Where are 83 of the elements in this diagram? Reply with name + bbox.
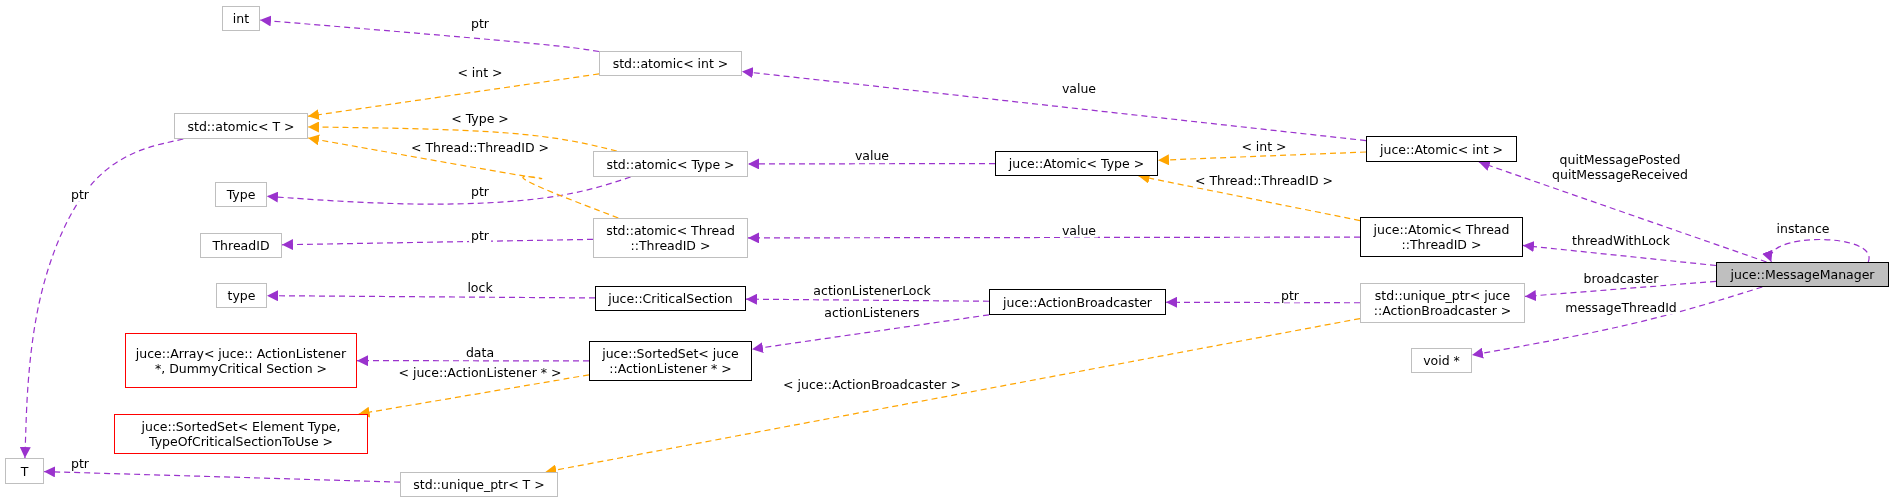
class-name: juce::Array< juce:: ActionListener *, DummyCritical Section >: [134, 345, 348, 376]
edge-label: < Thread::ThreadID >: [1193, 172, 1335, 188]
class-box: [114, 414, 368, 454]
class-name: Type: [226, 187, 256, 202]
class-name: std::atomic< T >: [187, 118, 295, 134]
edge-label: lock: [465, 279, 495, 295]
dependency-arrow: [1765, 238, 1870, 263]
edge-label: ptr: [69, 186, 91, 202]
class-box: [589, 341, 752, 381]
edge-label: < Thread::ThreadID >: [409, 139, 551, 155]
dependency-arrow: [741, 67, 1367, 142]
dependency-arrow: [1478, 160, 1768, 263]
dependency-arrow: [266, 290, 596, 302]
edge-label: actionListeners: [822, 304, 922, 320]
edge-label: < juce::ActionBroadcaster >: [781, 376, 963, 392]
class-name: juce::Atomic< int >: [1380, 141, 1503, 157]
class-name: juce::MessageManager: [1730, 267, 1875, 282]
dependency-arrow: [356, 355, 590, 367]
class-name: juce::Atomic< Type >: [1008, 156, 1145, 171]
class-box: [599, 51, 742, 76]
edge-label: value: [852, 147, 892, 163]
class-name: T: [20, 463, 29, 479]
class-box: [400, 472, 558, 497]
edge-label: data: [463, 344, 497, 360]
edge-label: actionListenerLock: [811, 282, 933, 298]
dependency-arrow: [1522, 241, 1717, 267]
class-name: juce::SortedSet< Element Type, TypeOfCriticalSectionToUse >: [140, 419, 342, 449]
edge-label: < int >: [1239, 138, 1289, 154]
class-box: [222, 6, 260, 31]
class-box: [174, 113, 308, 139]
class-name: type: [227, 288, 256, 303]
dependency-arrow: [1165, 296, 1361, 308]
class-box: [593, 151, 748, 177]
class-box: [1360, 217, 1523, 257]
edge-label: value: [1059, 80, 1099, 96]
class-box: [216, 283, 267, 308]
class-name: juce::SortedSet< juce ::ActionListener * >: [601, 346, 740, 376]
dependency-arrow: [747, 232, 1361, 244]
edge-label: instance: [1774, 220, 1832, 236]
edge-label: value: [1059, 222, 1099, 238]
dependency-arrow: [307, 73, 600, 121]
edge-label: messageThreadId: [1563, 299, 1679, 315]
dependency-arrow: [751, 314, 990, 354]
class-box: [1716, 262, 1889, 287]
edge-label: threadWithLock: [1570, 232, 1672, 248]
dependency-arrow: [266, 176, 632, 205]
class-box: [215, 182, 267, 207]
dependency-arrow: [358, 374, 590, 418]
dependency-arrow: [307, 134, 619, 219]
class-name: ThreadID: [212, 238, 270, 253]
class-box: [200, 233, 282, 258]
dependency-arrow: [281, 238, 594, 251]
dependency-arrow: [259, 15, 600, 53]
class-name: juce::ActionBroadcaster: [1003, 294, 1152, 310]
dependency-arrow: [43, 466, 401, 483]
dependency-arrow: [307, 121, 618, 152]
class-box: [1366, 136, 1517, 162]
class-box: [5, 458, 44, 484]
class-name: std::unique_ptr< juce ::ActionBroadcaster >: [1372, 288, 1513, 318]
class-box: [593, 218, 748, 258]
class-box: [1411, 348, 1472, 373]
dependency-arrow: [1157, 151, 1367, 166]
class-name: void *: [1423, 353, 1460, 368]
class-box: [125, 333, 357, 388]
dependency-arrow: [1471, 286, 1763, 359]
class-box: [989, 289, 1166, 315]
dependency-arrow: [19, 138, 184, 459]
dependency-arrow: [745, 293, 990, 305]
edge-label: < juce::ActionListener * >: [396, 364, 564, 380]
class-name: std::atomic< Type >: [606, 156, 735, 172]
class-name: juce::Atomic< Thread ::ThreadID >: [1372, 222, 1511, 252]
class-box: [1360, 283, 1525, 323]
class-name: std::unique_ptr< T >: [413, 477, 545, 492]
class-name: std::atomic< Thread ::ThreadID >: [605, 223, 736, 253]
class-name: int: [232, 11, 250, 26]
edge-label: < int >: [455, 64, 505, 80]
class-name: std::atomic< int >: [612, 56, 729, 71]
class-box: [595, 286, 746, 311]
dependency-arrow: [1524, 280, 1717, 302]
edge-label: broadcaster: [1581, 270, 1661, 286]
class-box: [995, 151, 1158, 176]
class-name: juce::CriticalSection: [608, 291, 733, 306]
dependency-arrow: [747, 158, 996, 170]
